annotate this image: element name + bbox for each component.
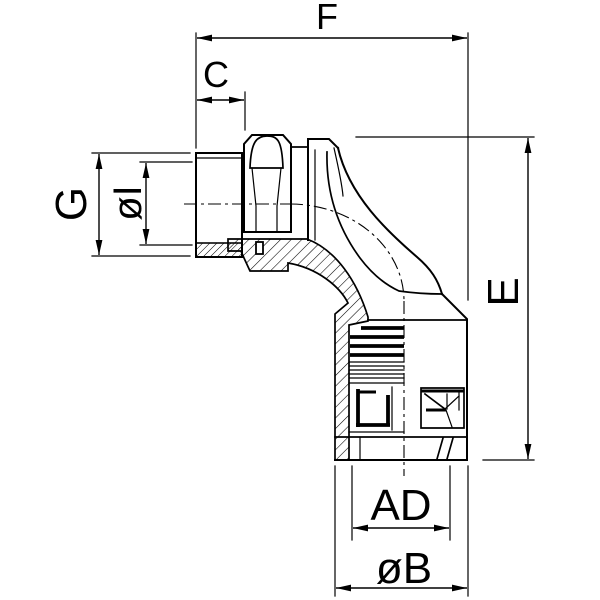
socket-right-edge [440,292,468,461]
section-hatch-region [227,238,369,461]
latch-window-section [356,386,393,431]
centerlines [184,203,405,476]
dimension-g: G [47,152,191,257]
dimension-label-i: øI [106,185,150,221]
dimension-label-c: C [203,54,229,95]
arrowhead [434,524,449,532]
hex-nut-face-line [276,167,282,233]
arrowhead [95,240,103,255]
hex-nut-chamfer-arc [249,135,284,169]
arrowhead [229,96,244,104]
dimension-label-g: G [47,187,96,221]
arrowhead [524,444,532,459]
dimension-label-e: E [479,277,528,306]
arrowhead [142,163,150,178]
dimension-e: E [355,136,535,461]
arrowhead [95,154,103,169]
arrowhead [142,229,150,244]
arrowhead [353,524,368,532]
dimension-ad: AD [351,465,451,541]
fitting-part [195,134,468,461]
arrowhead [524,138,532,153]
hex-nut-face-line [251,167,257,233]
dimension-f: F [195,0,469,301]
dimensions: F C G øI [47,0,535,597]
hex-nut-outline [243,134,292,233]
dimension-label-f: F [316,0,338,37]
seal-groove-detail [255,241,264,255]
dimension-c: C [197,54,246,131]
dimension-i: øI [106,161,193,246]
arrowhead [197,96,212,104]
arrowhead [197,34,212,42]
centerline-arc [289,203,405,302]
lip-break-mark [445,436,455,461]
body-hex-outline [307,138,340,241]
dimension-label-b: øB [376,544,432,593]
dimension-b: øB [334,465,469,597]
elbow-inner-silhouette [326,151,443,295]
dimension-label-ad: AD [370,481,431,530]
body-hex-corner-edge [333,147,344,197]
arrowhead [452,34,467,42]
latch-window-outside [420,387,465,429]
lip-break-mark [435,436,445,461]
elbow-outer-curve [336,146,444,296]
male-thread-outline [195,152,243,258]
arrowhead [336,584,351,592]
arrowhead [452,584,467,592]
corrugation-grooves [348,326,405,433]
